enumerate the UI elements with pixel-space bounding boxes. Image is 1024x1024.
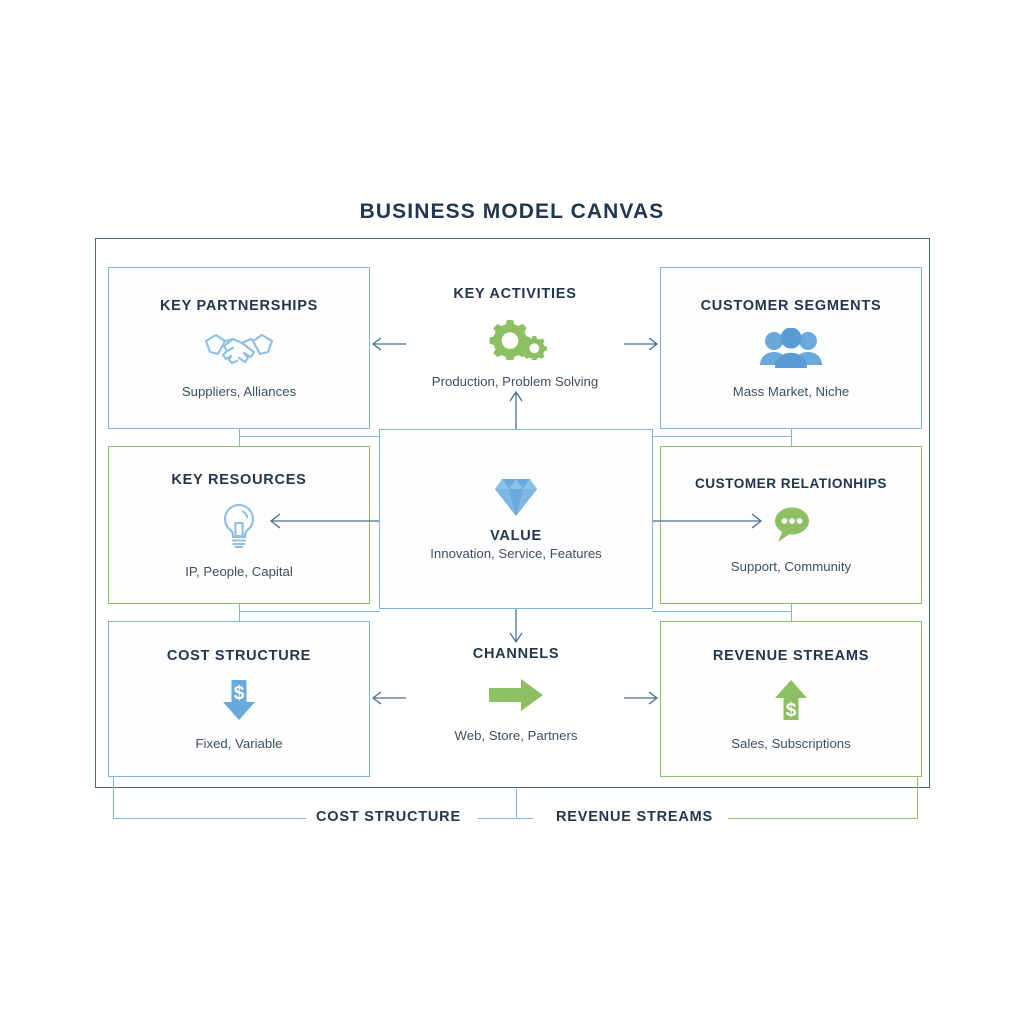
block-value-title: VALUE	[490, 527, 542, 544]
block-key-activities[interactable]: KEY ACTIVITIES Production, Problem Solvi…	[400, 272, 630, 402]
block-key-resources[interactable]: KEY RESOURCES IP, People, Capital	[108, 446, 370, 604]
gears-icon	[480, 316, 550, 360]
block-cost-structure-subtitle: Fixed, Variable	[195, 735, 283, 751]
block-revenue-streams-title: REVENUE STREAMS	[712, 647, 870, 664]
connector-relationships-to-revenue	[791, 604, 792, 622]
connector-channels-to-cost-structure	[371, 691, 406, 705]
connector-activities-to-segments	[624, 337, 659, 351]
block-customer-segments[interactable]: CUSTOMER SEGMENTS Mass Market, Niche	[660, 267, 922, 429]
diamond-icon	[492, 476, 540, 518]
connector-value-to-customer-relationships	[653, 513, 763, 529]
block-channels-subtitle: Web, Store, Partners	[454, 727, 578, 743]
up-arrow-dollar-icon: $	[769, 678, 813, 722]
block-key-resources-title: KEY RESOURCES	[171, 471, 307, 488]
handshake-icon	[202, 328, 276, 370]
footer-cost-bracket-left	[113, 777, 114, 818]
chat-bubble-icon	[767, 505, 815, 545]
down-arrow-dollar-icon: $	[217, 678, 261, 722]
footer-label-revenue-streams: REVENUE STREAMS	[556, 809, 714, 825]
connector-channels-to-revenue-streams	[624, 691, 659, 705]
rail-right-upper	[652, 436, 792, 437]
block-revenue-streams-subtitle: Sales, Subscriptions	[731, 735, 851, 751]
block-key-partnerships-subtitle: Suppliers, Alliances	[181, 383, 297, 399]
block-key-resources-subtitle: IP, People, Capital	[185, 563, 293, 579]
lightbulb-icon	[217, 502, 261, 550]
footer-cost-bracket-line-right	[478, 818, 533, 819]
block-channels-title: CHANNELS	[472, 645, 560, 662]
block-customer-relationships-subtitle: Support, Community	[730, 559, 852, 574]
connector-segments-to-relationships	[791, 429, 792, 447]
footer-revenue-bracket-line	[728, 818, 918, 819]
footer-cost-bracket-line	[113, 818, 306, 819]
block-key-activities-subtitle: Production, Problem Solving	[431, 373, 599, 389]
block-value-proposition[interactable]: VALUE Innovation, Service, Features	[379, 429, 653, 609]
connector-value-to-key-activities	[509, 390, 523, 429]
block-key-partnerships-title: KEY PARTNERSHIPS	[159, 297, 319, 314]
rail-right-lower	[652, 611, 792, 612]
connector-partnerships-to-resources	[239, 429, 240, 447]
block-customer-relationships[interactable]: CUSTOMER RELATIONHIPS Support, Community	[660, 446, 922, 604]
page-title: BUSINESS MODEL CANVAS	[359, 200, 665, 223]
connector-activities-to-partnerships	[371, 337, 406, 351]
block-channels[interactable]: CHANNELS Web, Store, Partners	[410, 630, 622, 758]
block-cost-structure-title: COST STRUCTURE	[166, 647, 312, 664]
block-value-subtitle: Innovation, Service, Features	[430, 545, 602, 561]
rail-left-upper	[239, 436, 380, 437]
svg-text:$: $	[234, 683, 245, 704]
block-key-partnerships[interactable]: KEY PARTNERSHIPS Suppliers, Alliances	[108, 267, 370, 429]
connector-value-to-key-resources	[269, 513, 379, 529]
footer-revenue-bracket-right	[917, 777, 918, 818]
people-group-icon	[758, 327, 824, 370]
rail-left-lower	[239, 611, 380, 612]
canvas-outer-frame	[95, 238, 930, 788]
svg-text:$: $	[786, 700, 797, 721]
block-cost-structure[interactable]: COST STRUCTURE $ Fixed, Variable	[108, 621, 370, 777]
block-customer-segments-subtitle: Mass Market, Niche	[732, 383, 850, 399]
footer-label-cost-structure: COST STRUCTURE	[316, 809, 461, 825]
block-key-activities-title: KEY ACTIVITIES	[453, 285, 577, 302]
connector-value-to-channels	[509, 609, 523, 644]
block-customer-segments-title: CUSTOMER SEGMENTS	[700, 297, 882, 314]
block-customer-relationships-title: CUSTOMER RELATIONHIPS	[694, 476, 887, 491]
right-arrow-icon	[487, 676, 545, 714]
footer-center-divider	[516, 789, 517, 819]
connector-resources-to-cost	[239, 604, 240, 622]
block-revenue-streams[interactable]: REVENUE STREAMS $ Sales, Subscriptions	[660, 621, 922, 777]
